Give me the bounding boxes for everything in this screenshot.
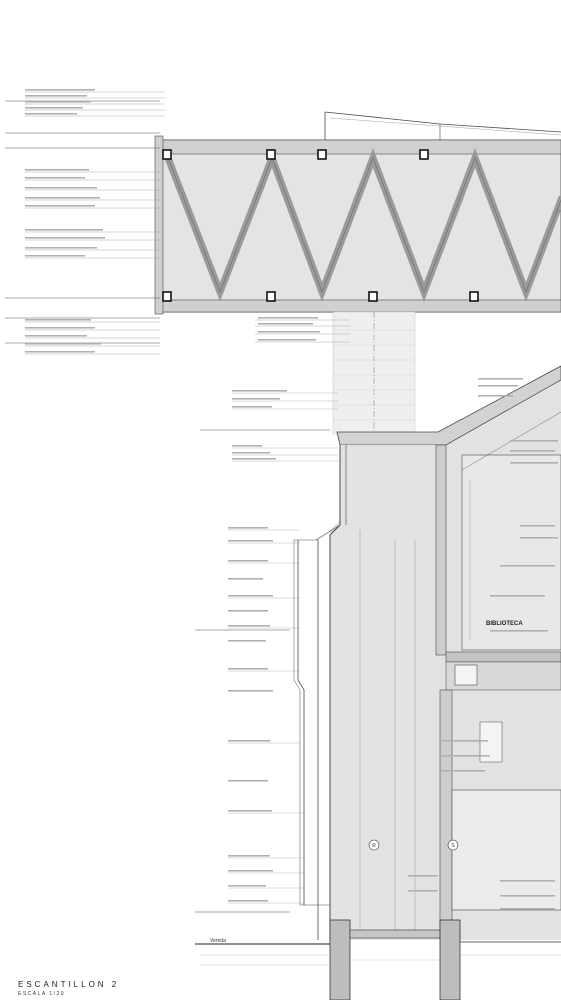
upper-truss-volume — [154, 111, 561, 315]
annotation-text-blocks — [25, 89, 558, 910]
axis-label-s: S — [451, 843, 455, 849]
street-label: Vereda — [210, 938, 226, 944]
room-label-library: BIBLIOTECA — [486, 621, 523, 627]
axis-marker-r: R — [368, 839, 380, 851]
ground-foundation — [195, 919, 561, 1000]
connection-shaft — [332, 311, 416, 940]
annotation-leaders-upper — [25, 91, 350, 355]
annotation-leaders-lower — [228, 392, 338, 904]
main-building — [293, 365, 561, 941]
sheet-scale: ESCALA 1/20 — [18, 991, 66, 997]
sheet-title: ESCANTILLON 2 — [18, 980, 120, 989]
axis-marker-s: S — [447, 839, 459, 851]
axis-label-r: R — [372, 843, 376, 849]
